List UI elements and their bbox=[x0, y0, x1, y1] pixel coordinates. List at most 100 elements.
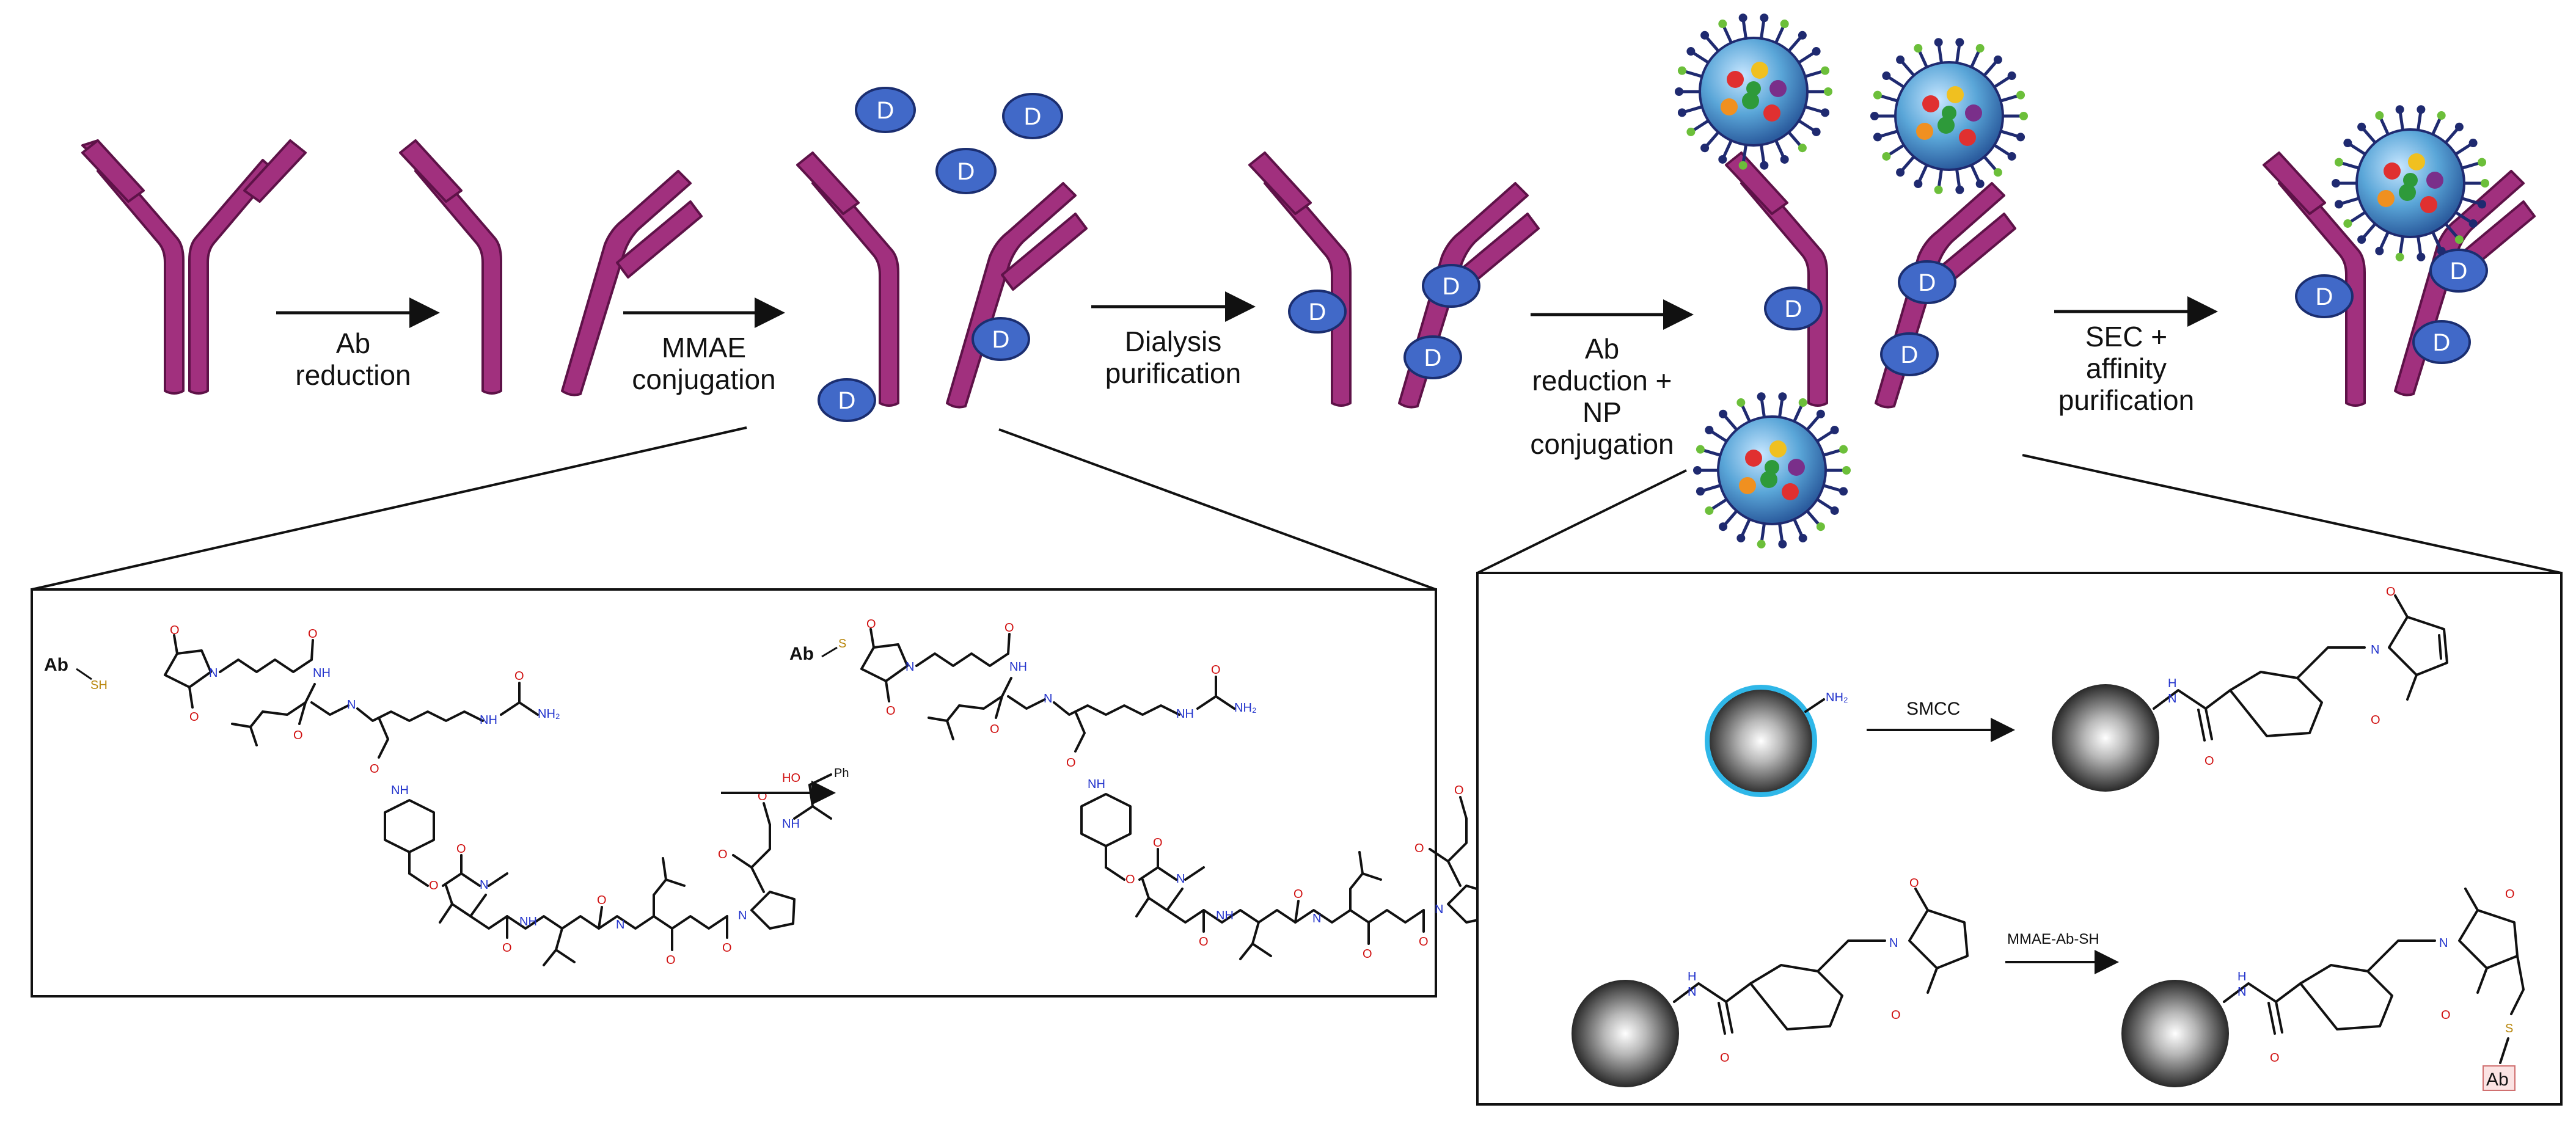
svg-text:O: O bbox=[1153, 836, 1163, 850]
svg-text:O: O bbox=[2205, 754, 2214, 768]
svg-text:O: O bbox=[1066, 756, 1076, 770]
svg-text:D: D bbox=[2450, 258, 2468, 285]
svg-text:NH: NH bbox=[1176, 707, 1194, 721]
np-maleimide-structure: H N O N O O bbox=[1673, 877, 1969, 1065]
adc-product-structure: O O N O NH O N NH O NH₂ O NH O O N bbox=[860, 618, 1545, 961]
nanoparticle bbox=[1870, 38, 2028, 194]
nanoparticle-bead bbox=[2052, 684, 2159, 792]
step-label-ab-reduction: reduction bbox=[295, 359, 411, 391]
step-label-sec-affinity: affinity bbox=[2086, 352, 2167, 384]
svg-text:D: D bbox=[1443, 273, 1460, 300]
zoom-line bbox=[31, 426, 747, 591]
step-label-np-conjugation: conjugation bbox=[1530, 428, 1674, 460]
antibody-dialysis bbox=[1248, 151, 1540, 409]
svg-text:N: N bbox=[616, 918, 624, 932]
svg-text:O: O bbox=[1454, 784, 1464, 797]
mc-vc-pab-mmae-reactant: O O N O NH O N NH O NH₂ O NH O O N bbox=[164, 624, 849, 967]
svg-text:O: O bbox=[990, 723, 1000, 736]
zoom-line bbox=[998, 428, 1436, 591]
svg-text:O: O bbox=[189, 710, 199, 724]
nanoparticle-bead bbox=[1572, 980, 1679, 1087]
drug-molecule: D bbox=[1764, 286, 1823, 330]
svg-text:O: O bbox=[666, 954, 676, 967]
svg-text:N: N bbox=[738, 909, 747, 922]
svg-text:O: O bbox=[293, 729, 303, 742]
np-adc-conjugate-structure: H N O N O O S Ab bbox=[2223, 888, 2525, 1091]
svg-text:H: H bbox=[2238, 970, 2246, 983]
drug-molecule: D bbox=[1403, 335, 1462, 379]
drug-molecule: D bbox=[855, 87, 916, 133]
mmae-ab-sh-reagent-label: MMAE-Ab-SH bbox=[2007, 931, 2099, 947]
svg-text:O: O bbox=[718, 848, 728, 861]
drug-molecule: D bbox=[1898, 260, 1956, 304]
smcc-activated-np-structure: H N O N O O bbox=[2153, 585, 2448, 768]
step-label-np-conjugation: NP bbox=[1583, 396, 1622, 428]
nanoparticle-bead bbox=[2121, 980, 2229, 1087]
svg-text:D: D bbox=[877, 97, 895, 124]
nanoparticle-spikes bbox=[1870, 38, 2028, 194]
svg-text:NH: NH bbox=[480, 713, 497, 727]
step-label-np-conjugation: reduction + bbox=[1532, 365, 1672, 396]
svg-text:S: S bbox=[2505, 1022, 2513, 1035]
svg-text:D: D bbox=[1024, 103, 1042, 130]
drug-molecule: D bbox=[818, 378, 876, 422]
svg-text:D: D bbox=[992, 326, 1010, 353]
svg-text:O: O bbox=[2441, 1008, 2451, 1022]
zoom-line bbox=[2022, 454, 2562, 574]
step-label-sec-affinity: SEC + bbox=[2085, 321, 2167, 352]
svg-text:O: O bbox=[308, 627, 318, 641]
svg-text:N: N bbox=[1044, 692, 1052, 706]
nanoparticle bbox=[1675, 13, 1832, 170]
svg-text:O: O bbox=[2505, 888, 2515, 901]
step-label-dialysis-purification: purification bbox=[1105, 357, 1241, 389]
svg-text:O: O bbox=[1909, 877, 1919, 890]
svg-text:NH: NH bbox=[1088, 778, 1105, 791]
svg-text:O: O bbox=[502, 941, 512, 955]
svg-text:N: N bbox=[209, 666, 218, 680]
svg-text:NH₂: NH₂ bbox=[538, 707, 560, 721]
svg-text:O: O bbox=[514, 669, 524, 683]
svg-text:N: N bbox=[2168, 692, 2176, 706]
svg-text:O: O bbox=[1419, 935, 1429, 949]
drug-molecule: D bbox=[1002, 93, 1063, 139]
svg-text:N: N bbox=[480, 878, 488, 892]
nanoparticle-spikes bbox=[1693, 392, 1851, 549]
svg-text:Ph: Ph bbox=[834, 767, 849, 780]
svg-text:O: O bbox=[456, 842, 466, 856]
step-label-mmae-conjugation: MMAE bbox=[662, 332, 746, 363]
svg-text:O: O bbox=[722, 941, 732, 955]
drug-molecule: D bbox=[1288, 290, 1347, 334]
svg-text:O: O bbox=[1293, 888, 1303, 901]
svg-text:N: N bbox=[1688, 985, 1696, 999]
step-label-mmae-conjugation: conjugation bbox=[632, 363, 775, 395]
svg-text:D: D bbox=[838, 387, 856, 414]
step-label-dialysis-purification: Dialysis bbox=[1125, 326, 1221, 357]
drug-molecule: D bbox=[2412, 320, 2471, 364]
svg-text:N: N bbox=[1312, 912, 1321, 925]
svg-text:NH: NH bbox=[1009, 660, 1027, 674]
svg-text:O: O bbox=[1363, 947, 1372, 961]
svg-text:N: N bbox=[906, 660, 914, 674]
svg-text:O: O bbox=[1004, 621, 1014, 635]
step-label-np-conjugation: Ab bbox=[1585, 333, 1619, 365]
svg-text:N: N bbox=[347, 698, 356, 712]
svg-text:HO: HO bbox=[782, 771, 800, 785]
svg-text:O: O bbox=[1891, 1008, 1901, 1022]
svg-text:H: H bbox=[2168, 677, 2176, 690]
svg-text:NH₂: NH₂ bbox=[1234, 701, 1257, 715]
drug-molecule: D bbox=[2429, 249, 2488, 293]
svg-text:O: O bbox=[2371, 713, 2380, 727]
nanoparticle-spikes bbox=[1675, 13, 1832, 170]
svg-text:NH: NH bbox=[1216, 909, 1234, 922]
drug-molecule: D bbox=[1422, 264, 1480, 308]
antibody-reduced bbox=[399, 139, 703, 396]
svg-text:NH: NH bbox=[313, 666, 331, 680]
svg-text:O: O bbox=[866, 618, 876, 631]
nanoparticle bbox=[1693, 392, 1851, 549]
svg-text:H: H bbox=[1688, 970, 1696, 983]
ab-attached-label: Ab bbox=[2486, 1070, 2509, 1090]
svg-text:N: N bbox=[1176, 872, 1185, 886]
nanoparticle bbox=[2332, 105, 2489, 261]
svg-text:O: O bbox=[1211, 663, 1221, 677]
